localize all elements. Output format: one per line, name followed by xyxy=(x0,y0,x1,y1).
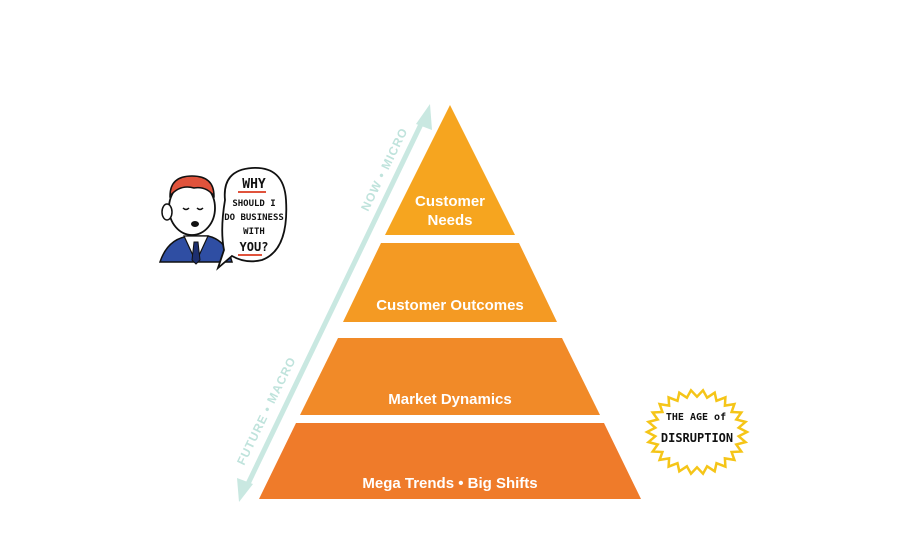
speech-bubble: WHY SHOULD I DO BUSINESS WITH YOU? xyxy=(216,167,288,271)
pyramid-tier-customer-outcomes xyxy=(343,243,557,322)
eye-right-icon xyxy=(196,207,204,211)
speech-bubble-outline xyxy=(216,167,288,271)
bubble-line-with: WITH xyxy=(243,227,265,237)
tier-label-mega-trends: Mega Trends • Big Shifts xyxy=(362,475,537,492)
hair-icon xyxy=(169,175,215,199)
tier-label-customer: Customer xyxy=(415,193,485,210)
badge-line-disruption: DISRUPTION xyxy=(661,431,733,445)
ear-icon xyxy=(161,203,173,221)
bubble-line-you: YOU? xyxy=(240,240,269,254)
tier-label-market-dynamics: Market Dynamics xyxy=(388,391,511,408)
arrow-head-bottom-icon xyxy=(237,478,253,502)
starburst-icon xyxy=(644,388,750,476)
pyramid-tier-market-dynamics xyxy=(300,338,600,415)
tier-label-needs: Needs xyxy=(427,212,472,229)
bubble-line-should-i: SHOULD I xyxy=(232,199,275,209)
mouth-icon xyxy=(191,221,199,227)
tie-icon xyxy=(191,241,201,265)
person-illustration xyxy=(158,175,233,265)
arrow-head-top-icon xyxy=(416,104,432,130)
pyramid-tier-mega-trends xyxy=(259,423,641,499)
tier-label-customer-outcomes: Customer Outcomes xyxy=(376,297,524,314)
arrow-shaft xyxy=(242,116,427,492)
pyramid: Customer Needs Customer Outcomes Market … xyxy=(259,105,641,499)
disruption-badge: THE AGE of DISRUPTION xyxy=(644,388,750,476)
bubble-line-do-business: DO BUSINESS xyxy=(224,213,284,223)
eye-left-icon xyxy=(182,207,190,211)
badge-line-age: THE AGE of xyxy=(666,412,726,423)
pyramid-tier-customer-needs xyxy=(385,105,515,235)
bubble-line-why: WHY xyxy=(242,177,266,192)
